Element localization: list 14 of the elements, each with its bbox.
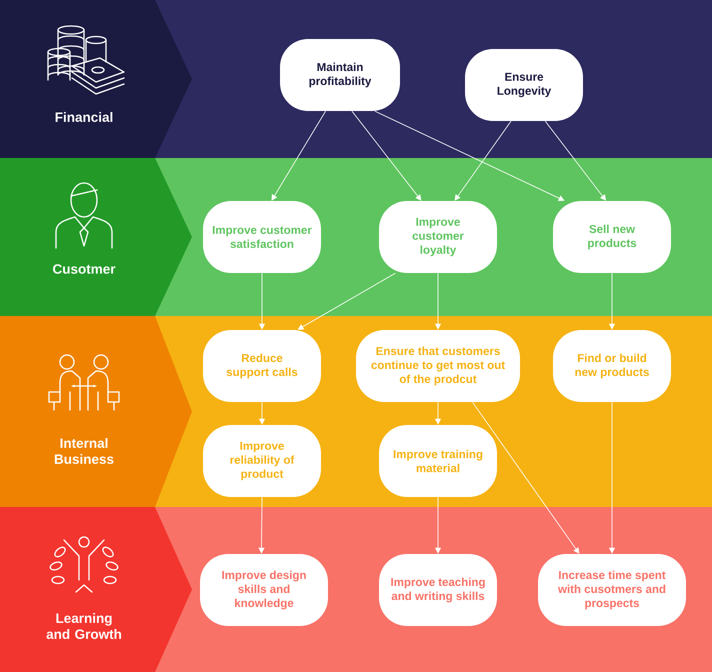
goal-bubble: Improve reliability of product <box>203 425 321 497</box>
goal-bubble: Maintain profitability <box>280 39 400 111</box>
arrow <box>298 272 396 330</box>
goal-bubble: Reduce support calls <box>203 330 321 402</box>
goal-bubble: Find or build new products <box>553 330 671 402</box>
goal-bubble: Sell new products <box>553 201 671 273</box>
goal-bubble: Improve teaching and writing skills <box>379 554 497 626</box>
goal-bubble: Ensure that customers continue to get most out of the prodcut <box>356 330 520 402</box>
goal-bubble: Improve customer satisfaction <box>203 201 321 273</box>
goal-bubble: Improve design skills and knowledge <box>200 554 328 626</box>
goal-bubble: Ensure Longevity <box>465 49 583 121</box>
goal-bubble: Improve training material <box>379 425 497 497</box>
goal-bubble: Increase time spent with cusotmers and prospects <box>538 554 686 626</box>
goal-bubble: Improve customer loyalty <box>379 201 497 273</box>
